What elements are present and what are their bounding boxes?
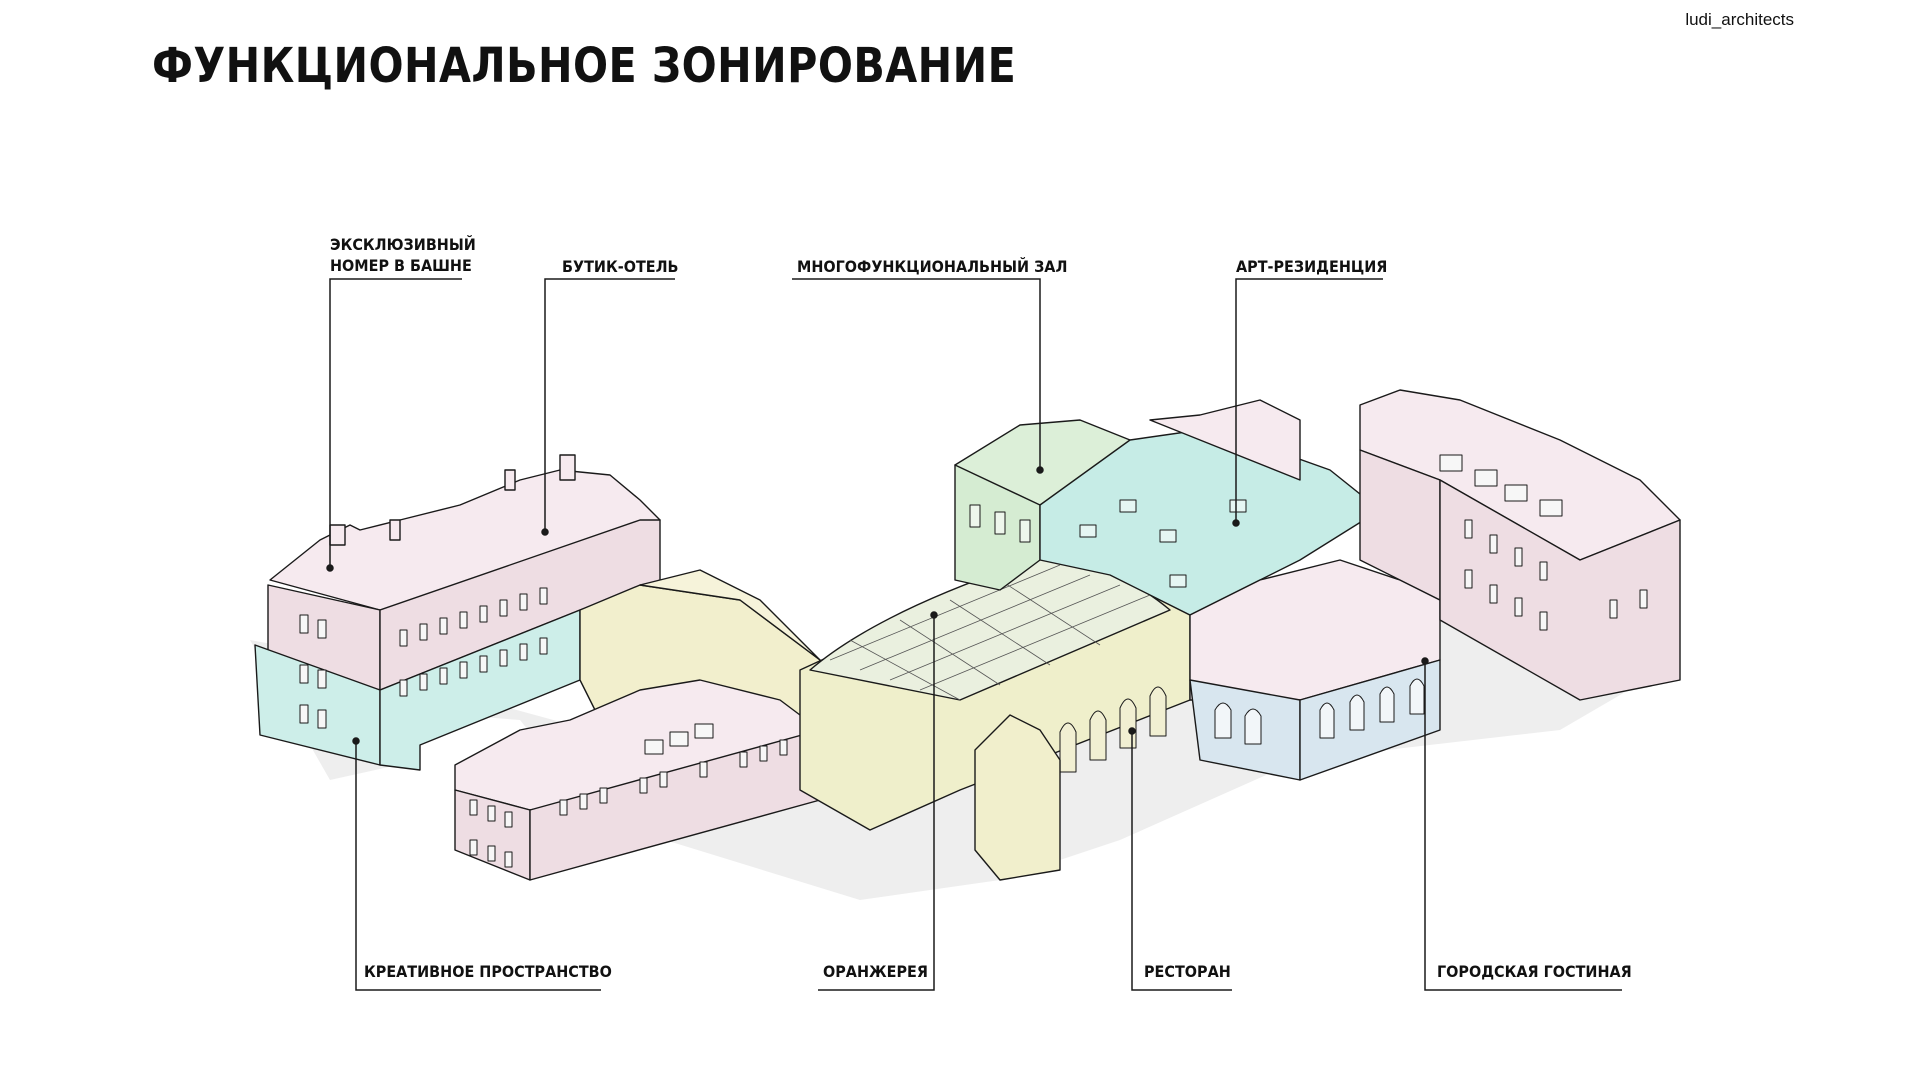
leader-greenhouse [818, 615, 935, 991]
anchor-tower-suite [326, 564, 334, 572]
label-city-lounge: ГОРОДСКАЯ ГОСТИНАЯ [1437, 962, 1632, 981]
page-title: ФУНКЦИОНАЛЬНОЕ ЗОНИРОВАНИЕ [152, 38, 1017, 94]
label-creative-space: КРЕАТИВНОЕ ПРОСТРАНСТВО [364, 962, 612, 981]
city-lounge-building [1189, 559, 1441, 781]
label-greenhouse: ОРАНЖЕРЕЯ [823, 962, 928, 981]
label-tower-suite-line1: ЭКСКЛЮЗИВНЫЙ [330, 235, 476, 254]
anchor-city-lounge [1421, 657, 1429, 665]
label-multifunctional-hall: МНОГОФУНКЦИОНАЛЬНЫЙ ЗАЛ [797, 257, 1068, 276]
anchor-multifunctional-hall [1036, 466, 1044, 474]
brand-label: ludi_architects [1685, 10, 1794, 29]
label-boutique-hotel: БУТИК-ОТЕЛЬ [562, 257, 679, 276]
anchor-greenhouse [930, 611, 938, 619]
leader-city-lounge [1424, 661, 1622, 991]
left-building [254, 454, 661, 771]
leader-creative-space [355, 741, 601, 991]
leader-boutique-hotel [544, 278, 675, 532]
leader-tower-suite [329, 278, 462, 568]
anchor-creative-space [352, 737, 360, 745]
anchor-restaurant [1128, 727, 1136, 735]
bottom-left-wing [454, 679, 821, 881]
right-wing-building [1359, 389, 1681, 701]
multifunctional-hall-building [954, 419, 1131, 591]
art-residence-building [1039, 399, 1381, 616]
leader-multifunctional-hall [792, 278, 1041, 470]
leader-lines [326, 278, 1622, 991]
label-art-residence: АРТ-РЕЗИДЕНЦИЯ [1236, 257, 1388, 276]
label-tower-suite-line2: НОМЕР В БАШНЕ [330, 256, 472, 275]
leader-art-residence [1235, 278, 1383, 523]
anchor-art-residence [1232, 519, 1240, 527]
leader-restaurant [1131, 731, 1232, 991]
label-tower-suite: ЭКСКЛЮЗИВНЫЙ НОМЕР В БАШНЕ [330, 234, 476, 276]
anchor-boutique-hotel [541, 528, 549, 536]
label-restaurant: РЕСТОРАН [1144, 962, 1231, 981]
greenhouse-building [799, 557, 1191, 881]
